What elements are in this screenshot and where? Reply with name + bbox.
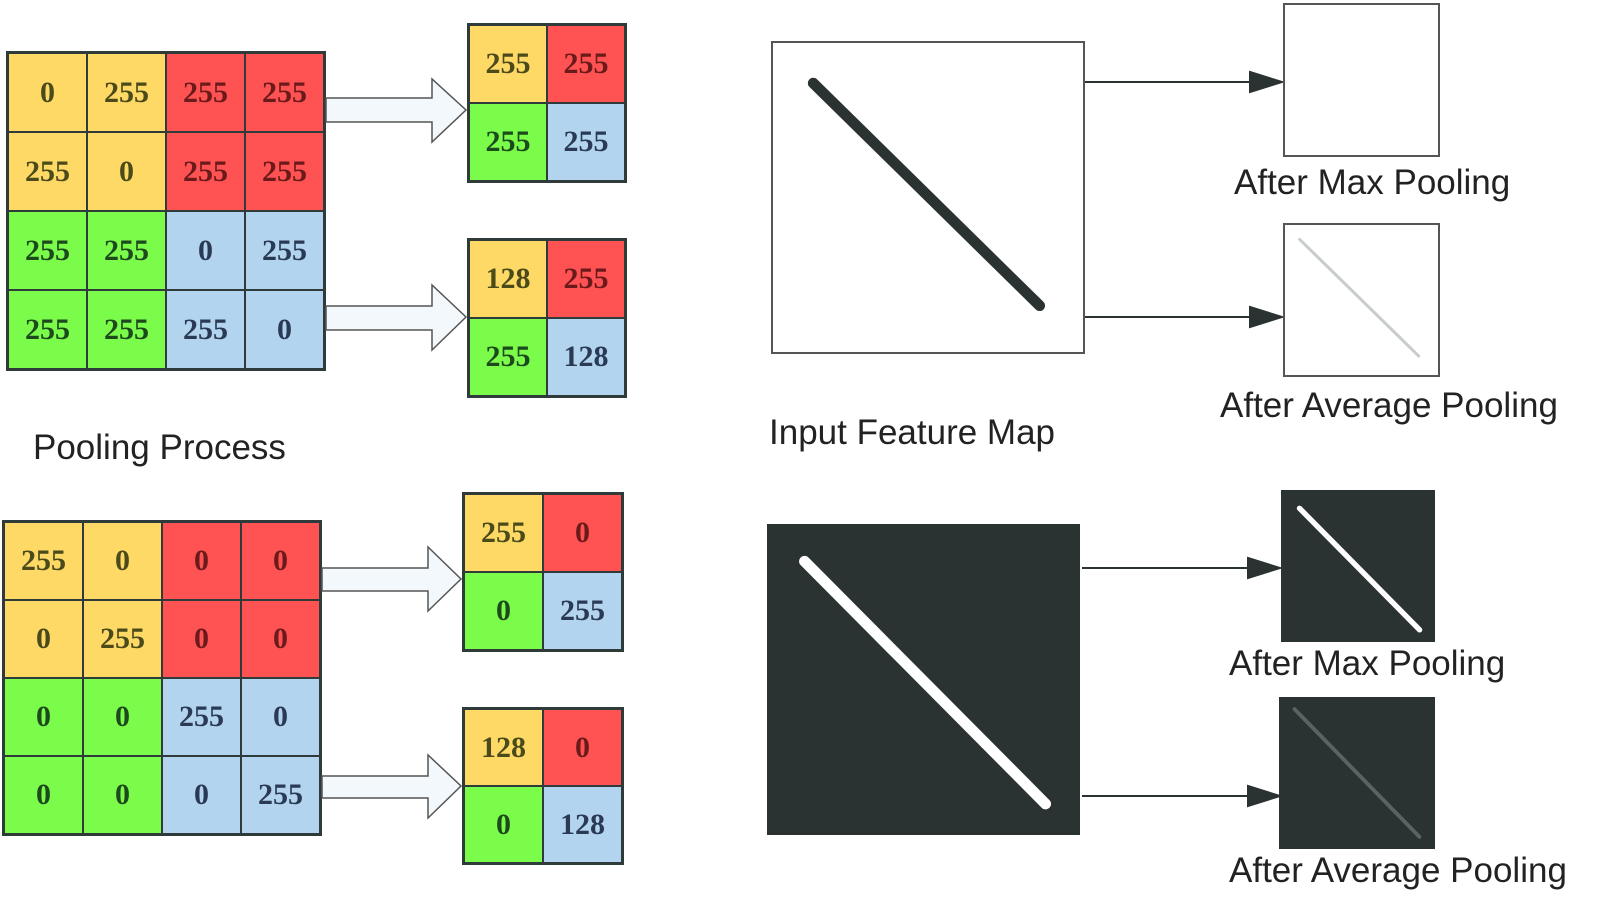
grid-cell: 255 xyxy=(245,132,324,211)
grid-cell: 0 xyxy=(8,53,87,132)
grid-cell: 255 xyxy=(8,132,87,211)
grid-cell: 255 xyxy=(547,25,625,103)
diagonal-line xyxy=(1297,237,1421,359)
grid-cell: 0 xyxy=(166,211,245,290)
input-feature-map-light xyxy=(771,41,1085,354)
max-pool-map-dark xyxy=(1281,490,1435,642)
max-pooling-label-bottom: After Max Pooling xyxy=(1229,644,1506,683)
grid-cell: 0 xyxy=(4,678,83,756)
grid-cell: 255 xyxy=(166,132,245,211)
grid-cell: 255 xyxy=(8,211,87,290)
diagonal-line xyxy=(799,555,1052,810)
grid-cell: 255 xyxy=(469,103,547,181)
grid-cell: 255 xyxy=(469,25,547,103)
grid-cell: 255 xyxy=(87,290,166,369)
avg-pool-map-light xyxy=(1283,223,1440,377)
grid-cell: 0 xyxy=(241,522,320,600)
diagonal-line xyxy=(1296,505,1423,633)
grid-cell: 0 xyxy=(4,756,83,834)
grid-cell: 128 xyxy=(543,786,622,863)
grid-cell: 255 xyxy=(469,318,547,396)
arrow-head-icon xyxy=(1249,305,1286,329)
avg-pooling-label-top: After Average Pooling xyxy=(1220,386,1558,425)
grid-cell: 255 xyxy=(245,211,324,290)
grid-cell: 0 xyxy=(83,522,162,600)
grid-cell: 0 xyxy=(162,522,241,600)
grid-cell: 0 xyxy=(241,600,320,678)
avg-pooling-label-bottom: After Average Pooling xyxy=(1229,851,1567,890)
diagonal-line xyxy=(807,77,1046,312)
arrow-head-icon xyxy=(1247,556,1284,580)
avg-pool-map-dark xyxy=(1279,697,1435,849)
grid-cell: 255 xyxy=(4,522,83,600)
block-arrow-icon xyxy=(325,77,468,144)
block-arrow-icon xyxy=(321,545,463,613)
grid-cell: 128 xyxy=(469,240,547,318)
input-feature-map-label: Input Feature Map xyxy=(769,413,1055,452)
grid-cell: 255 xyxy=(543,572,622,650)
grid-cell: 0 xyxy=(83,678,162,756)
grid-cell: 0 xyxy=(241,678,320,756)
grid-cell: 255 xyxy=(547,240,625,318)
grid-cell: 0 xyxy=(162,756,241,834)
grid-cell: 0 xyxy=(464,786,543,863)
grid-cell: 0 xyxy=(543,494,622,572)
max-pooling-label-top: After Max Pooling xyxy=(1234,163,1511,202)
grid-cell: 128 xyxy=(547,318,625,396)
block-arrow-icon xyxy=(321,753,463,820)
grid-cell: 0 xyxy=(464,572,543,650)
input-feature-map-dark xyxy=(767,524,1080,835)
grid-cell: 255 xyxy=(87,211,166,290)
grid-cell: 0 xyxy=(83,756,162,834)
grid-cell: 0 xyxy=(87,132,166,211)
block-arrow-icon xyxy=(325,283,468,352)
grid-cell: 0 xyxy=(245,290,324,369)
arrow-head-icon xyxy=(1249,70,1286,94)
grid-cell: 255 xyxy=(166,290,245,369)
grid-cell: 128 xyxy=(464,709,543,786)
grid-cell: 0 xyxy=(543,709,622,786)
grid-cell: 255 xyxy=(8,290,87,369)
pooling-process-label: Pooling Process xyxy=(33,428,286,467)
grid-cell: 255 xyxy=(166,53,245,132)
grid-cell: 255 xyxy=(241,756,320,834)
arrow-head-icon xyxy=(1247,784,1284,808)
max-pool-map-light xyxy=(1283,3,1440,157)
grid-cell: 255 xyxy=(464,494,543,572)
grid-cell: 255 xyxy=(83,600,162,678)
grid-cell: 255 xyxy=(162,678,241,756)
grid-cell: 255 xyxy=(87,53,166,132)
grid-cell: 255 xyxy=(547,103,625,181)
diagonal-line xyxy=(1292,707,1422,839)
grid-cell: 255 xyxy=(245,53,324,132)
grid-cell: 0 xyxy=(162,600,241,678)
grid-cell: 0 xyxy=(4,600,83,678)
